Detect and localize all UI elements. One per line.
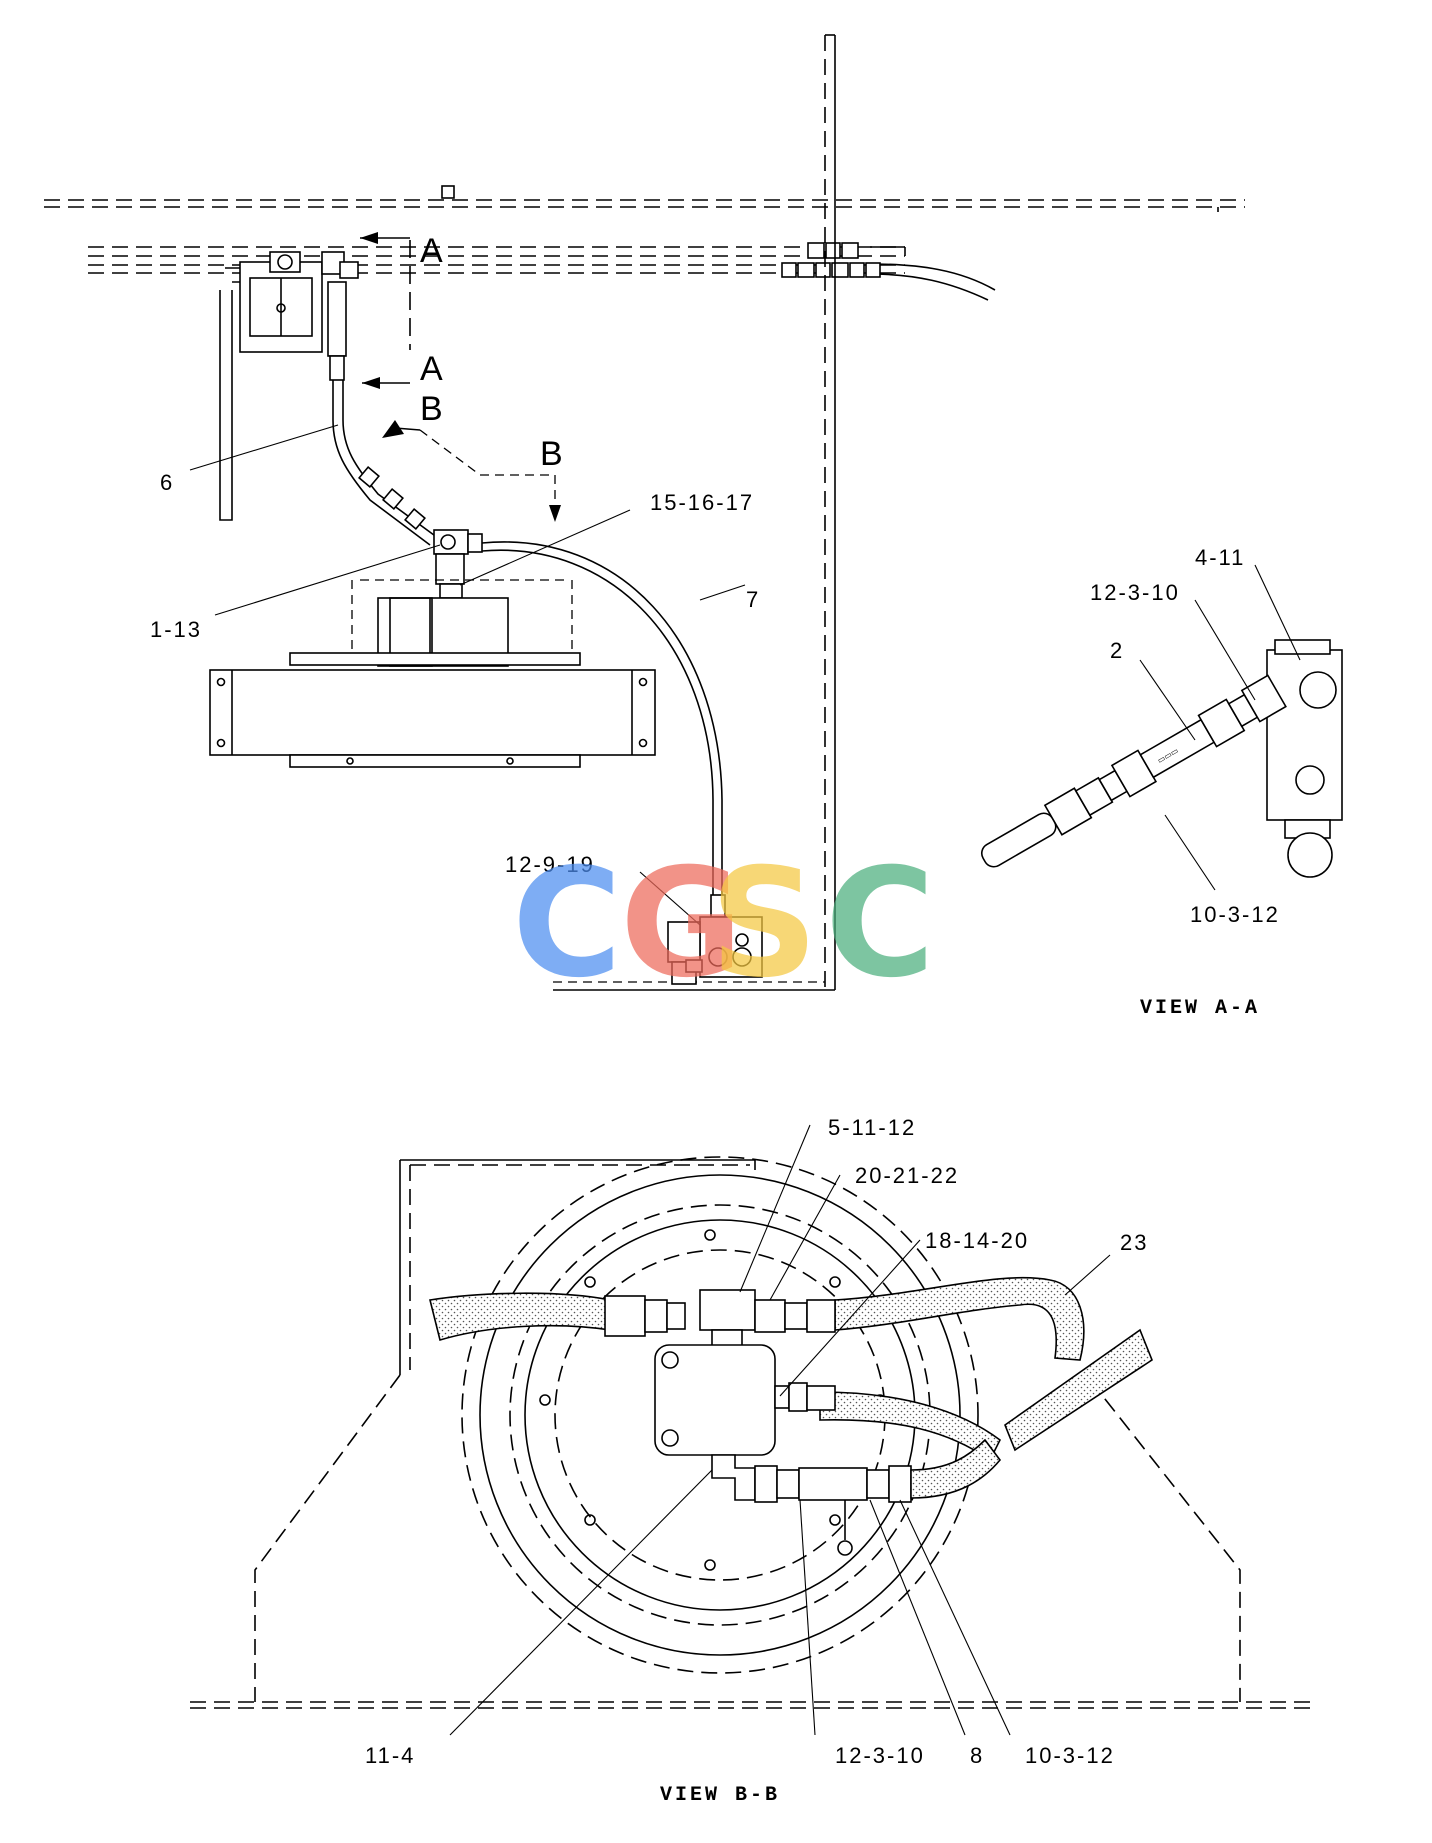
callout-2: 2: [1110, 638, 1124, 663]
callout-1-13: 1-13: [150, 617, 202, 642]
section-a-top: A: [420, 232, 443, 270]
filter-bracket: [219, 251, 359, 521]
watermark-letter-3: S: [710, 837, 818, 1011]
frame-tab: [441, 185, 455, 199]
cooler-block: [209, 652, 656, 768]
callout-12-3-10-a: 12-3-10: [1090, 580, 1180, 605]
main-view-leaders: [189, 424, 746, 926]
valve-assembly-12-9-19: [667, 916, 763, 985]
section-b-left: B: [420, 390, 443, 428]
watermark-letter-2: G: [620, 837, 743, 1011]
watermark-letter-1: C: [512, 837, 622, 1011]
callout-12-3-10-b: 12-3-10: [835, 1743, 925, 1768]
section-b-right: B: [540, 435, 563, 473]
callout-23: 23: [1120, 1230, 1148, 1255]
callout-10-3-12-a: 10-3-12: [1190, 902, 1280, 927]
view-bb-drawing: [190, 1124, 1310, 1736]
right-tube-fittings: [781, 242, 881, 278]
callout-18-14-20: 18-14-20: [925, 1228, 1029, 1253]
section-a-bottom: A: [420, 350, 443, 388]
callout-20-21-22: 20-21-22: [855, 1163, 959, 1188]
callout-10-3-12-b: 10-3-12: [1025, 1743, 1115, 1768]
callout-12-9-19: 12-9-19: [505, 852, 595, 877]
tee-fitting-1-13: [433, 529, 483, 599]
callouts: 6 15-16-17 1-13 7 12-9-19 4-11 12-3-10 2…: [150, 470, 1280, 1768]
watermark-logo: C G S C: [512, 837, 935, 1011]
view-aa-label: VIEW A-A: [1140, 997, 1260, 1020]
callout-4-11: 4-11: [1195, 545, 1245, 570]
callout-8: 8: [970, 1743, 984, 1768]
view-bb-label: VIEW B-B: [660, 1784, 780, 1807]
hose-6: [332, 380, 439, 546]
callout-6: 6: [160, 470, 174, 495]
callout-7: 7: [746, 587, 760, 612]
callout-11-4: 11-4: [365, 1743, 415, 1768]
watermark-letter-4: C: [825, 837, 935, 1011]
view-aa-drawing: ▭▭▭: [980, 564, 1343, 891]
section-markers: A A B B: [360, 232, 563, 522]
callout-5-11-12: 5-11-12: [828, 1115, 916, 1140]
tube-7: [481, 541, 726, 918]
callout-15-16-17: 15-16-17: [650, 490, 754, 515]
main-view: [44, 34, 1245, 991]
